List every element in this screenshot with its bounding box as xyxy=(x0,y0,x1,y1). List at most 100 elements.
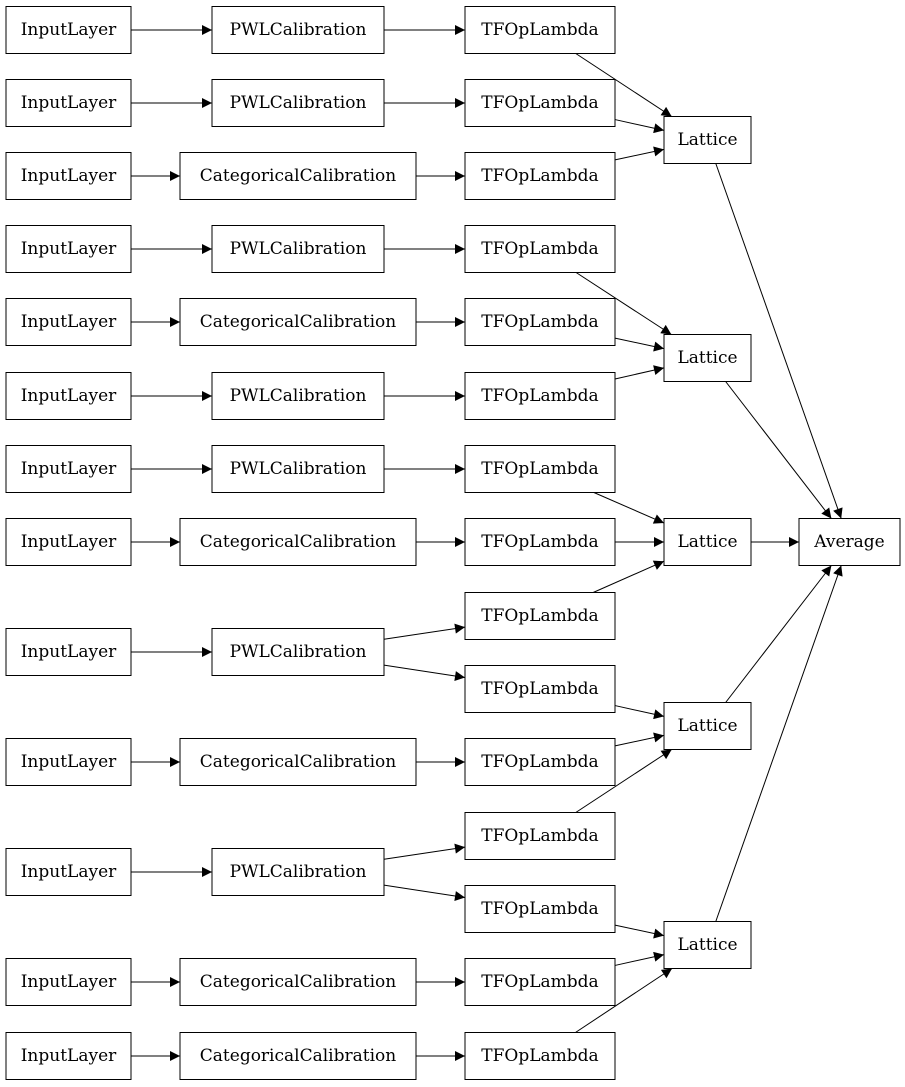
node-box xyxy=(5,848,132,896)
lattice-node: Lattice xyxy=(663,921,752,969)
node-box xyxy=(211,848,385,896)
tfoplambda-node: TFOpLambda xyxy=(464,885,616,933)
node-box xyxy=(5,372,132,420)
pwl-calibration-node: PWLCalibration xyxy=(211,6,385,54)
node-label: InputLayer xyxy=(21,166,117,186)
edge-lat1-to-avg xyxy=(715,163,843,519)
node-box xyxy=(464,885,616,933)
node-box xyxy=(663,334,752,382)
tfoplambda-node: TFOpLambda xyxy=(464,79,616,127)
node-label: PWLCalibration xyxy=(230,93,367,113)
tfoplambda-node: TFOpLambda xyxy=(464,1032,616,1080)
tfoplambda-node: TFOpLambda xyxy=(464,372,616,420)
tfoplambda-node: TFOpLambda xyxy=(464,298,616,346)
node-label: CategoricalCalibration xyxy=(200,972,396,992)
node-box xyxy=(179,958,417,1006)
node-box xyxy=(464,958,616,1006)
input-layer-node: InputLayer xyxy=(5,848,132,896)
edge-tf10-to-lat4 xyxy=(614,705,665,720)
node-box xyxy=(464,812,616,860)
edges xyxy=(131,25,843,1061)
node-label: TFOpLambda xyxy=(481,312,598,332)
node-box xyxy=(211,445,385,493)
edge-lat4-to-avg xyxy=(725,565,832,703)
pwl-calibration-node: PWLCalibration xyxy=(211,848,385,896)
node-box xyxy=(798,518,901,566)
node-label: PWLCalibration xyxy=(230,642,367,662)
input-layer-node: InputLayer xyxy=(5,298,132,346)
categorical-calibration-node: CategoricalCalibration xyxy=(179,518,417,566)
edge-lat5-to-avg xyxy=(715,565,843,922)
lattice-node: Lattice xyxy=(663,334,752,382)
node-label: CategoricalCalibration xyxy=(200,166,396,186)
node-box xyxy=(663,921,752,969)
node-box xyxy=(211,628,385,676)
node-box xyxy=(464,592,616,640)
node-label: PWLCalibration xyxy=(230,20,367,40)
node-label: Lattice xyxy=(677,348,737,368)
edge-tf14-to-lat5 xyxy=(614,951,665,966)
node-box xyxy=(464,298,616,346)
node-box xyxy=(464,79,616,127)
node-label: TFOpLambda xyxy=(481,972,598,992)
node-label: CategoricalCalibration xyxy=(200,752,396,772)
node-label: InputLayer xyxy=(21,532,117,552)
node-box xyxy=(464,372,616,420)
node-label: InputLayer xyxy=(21,459,117,479)
node-box xyxy=(5,79,132,127)
edge-tf7-to-lat3 xyxy=(593,492,665,524)
node-box xyxy=(5,225,132,273)
pwl-calibration-node: PWLCalibration xyxy=(211,79,385,127)
node-label: TFOpLambda xyxy=(481,606,598,626)
node-box xyxy=(464,665,616,713)
node-box xyxy=(464,225,616,273)
node-box xyxy=(179,152,417,200)
tfoplambda-node: TFOpLambda xyxy=(464,958,616,1006)
node-label: Average xyxy=(813,532,884,552)
node-box xyxy=(663,116,752,164)
node-box xyxy=(211,79,385,127)
pwl-calibration-node: PWLCalibration xyxy=(211,225,385,273)
pwl-calibration-node: PWLCalibration xyxy=(211,372,385,420)
node-label: CategoricalCalibration xyxy=(200,1046,396,1066)
node-label: PWLCalibration xyxy=(230,862,367,882)
edge-cal9-to-tf9 xyxy=(383,623,466,640)
node-label: InputLayer xyxy=(21,20,117,40)
edge-lat2-to-avg xyxy=(725,381,832,519)
node-box xyxy=(5,6,132,54)
node-box xyxy=(5,1032,132,1080)
node-label: InputLayer xyxy=(21,1046,117,1066)
node-box xyxy=(5,445,132,493)
edge-tf13-to-lat5 xyxy=(614,924,665,939)
edge-tf11-to-lat4 xyxy=(614,732,665,747)
node-box xyxy=(179,298,417,346)
edge-tf2-to-lat1 xyxy=(614,119,665,134)
node-label: TFOpLambda xyxy=(481,459,598,479)
lattice-node: Lattice xyxy=(663,116,752,164)
tfoplambda-node: TFOpLambda xyxy=(464,738,616,786)
node-label: TFOpLambda xyxy=(481,20,598,40)
node-box xyxy=(464,445,616,493)
categorical-calibration-node: CategoricalCalibration xyxy=(179,958,417,1006)
categorical-calibration-node: CategoricalCalibration xyxy=(179,738,417,786)
node-label: Lattice xyxy=(677,935,737,955)
node-label: PWLCalibration xyxy=(230,459,367,479)
tfoplambda-node: TFOpLambda xyxy=(464,665,616,713)
input-layer-node: InputLayer xyxy=(5,738,132,786)
edge-cal11-to-tf12 xyxy=(383,843,466,860)
node-box xyxy=(5,738,132,786)
node-label: TFOpLambda xyxy=(481,532,598,552)
tfoplambda-node: TFOpLambda xyxy=(464,445,616,493)
node-label: TFOpLambda xyxy=(481,752,598,772)
edge-tf5-to-lat2 xyxy=(614,337,665,352)
node-box xyxy=(5,298,132,346)
node-box xyxy=(211,372,385,420)
lattice-node: Lattice xyxy=(663,518,752,566)
edge-cal9-to-tf10 xyxy=(383,664,466,681)
pwl-calibration-node: PWLCalibration xyxy=(211,628,385,676)
edge-tf4-to-lat2 xyxy=(575,272,672,335)
input-layer-node: InputLayer xyxy=(5,518,132,566)
node-label: InputLayer xyxy=(21,752,117,772)
input-layer-node: InputLayer xyxy=(5,372,132,420)
